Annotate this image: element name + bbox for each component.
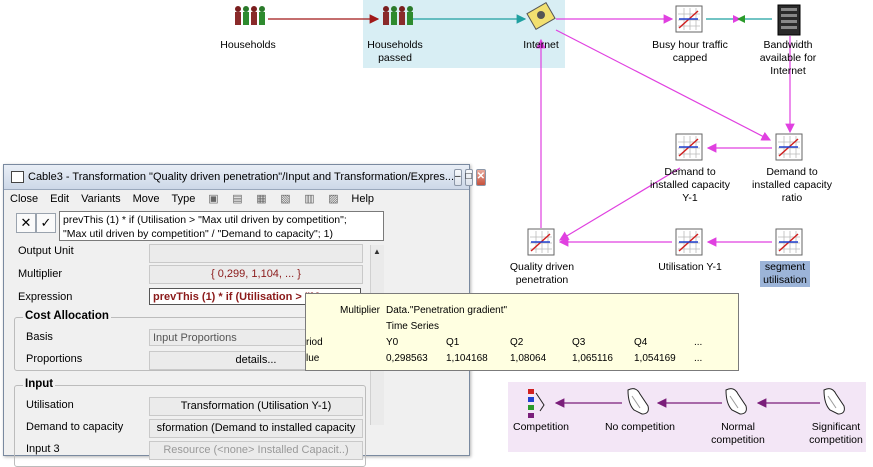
tooltip-header: Q1 [446,337,460,348]
menu-type[interactable]: Type [171,192,196,205]
model-diagram [235,2,845,418]
busy-hour-chart-icon [675,5,703,33]
households-passed-icon [383,6,413,25]
normal-competition-hand-icon [725,388,747,415]
node-demand-y1[interactable]: Demand to installed capacity Y-1 [650,166,730,204]
tooltip-header: Y0 [386,337,399,348]
toolbar-doc-icon[interactable]: ▨ [328,192,339,205]
proportions-label: Proportions [26,353,83,365]
node-significant-competition[interactable]: Significant competition [809,421,863,446]
expression-line-1: prevThis (1) * if (Utilisation > "Max ut… [63,214,347,226]
toolbar-table-icon[interactable]: ▥ [304,192,315,205]
node-households-passed[interactable]: Households passed [367,39,423,64]
no-competition-hand-icon [627,388,649,415]
node-competition[interactable]: Competition [512,421,570,433]
demand-y1-chart-icon [675,133,703,161]
table-window-icon [11,171,24,183]
toolbar-grid-icon[interactable]: ▦ [256,192,267,205]
node-utilisation-y1[interactable]: Utilisation Y-1 [658,261,722,273]
utilisation-field[interactable]: Transformation (Utilisation Y-1) [149,397,363,416]
input3-field[interactable]: Resource (<none> Installed Capacit..) [149,441,363,460]
maximize-button[interactable]: □ [464,168,473,186]
menu-edit[interactable]: Edit [50,192,70,205]
link-internet-demand [555,29,772,141]
significant-competition-hand-icon [823,388,845,415]
node-internet[interactable]: Internet [523,39,559,51]
expression-editor[interactable]: prevThis (1) * if (Utilisation > "Max ut… [59,211,384,241]
tooltip-header: Q3 [572,337,586,348]
toolbar-chart-icon[interactable]: ▤ [232,192,243,205]
cancel-edit-button[interactable]: ✕ [16,213,36,233]
utilisation-label: Utilisation [26,399,74,411]
accept-edit-button[interactable]: ✓ [36,213,56,233]
node-households[interactable]: Households [220,39,276,51]
tooltip-value: 1,08064 [510,353,547,364]
demand-to-capacity-label: Demand to capacity [26,421,124,433]
dialog-titlebar[interactable]: Cable3 - Transformation "Quality driven … [4,165,487,190]
tooltip-value: 0,298563 [386,353,428,364]
menu-variants[interactable]: Variants [81,192,121,205]
competition-icon [528,389,545,418]
tooltip-value: 1,054169 [634,353,676,364]
output-unit-field[interactable] [149,244,363,263]
node-bandwidth[interactable]: Bandwidth available for Internet [759,39,817,77]
multiplier-field[interactable]: { 0,299, 1,104, ... } [149,265,363,284]
tooltip-row-label-period: riod [306,337,323,348]
node-quality[interactable]: Quality driven penetration [509,261,575,286]
households-icon [235,6,265,25]
minimize-button[interactable]: ‒ [454,168,462,186]
cost-allocation-title: Cost Allocation [23,310,111,322]
tooltip-value: 1,104168 [446,353,488,364]
cost-allocation-section: Cost Allocation [14,310,366,371]
link-demandy1-quality [558,167,681,241]
multiplier-label: Multiplier [18,268,63,280]
tooltip-multiplier-value: Data."Penetration gradient" [386,305,508,316]
bandwidth-server-icon [777,4,801,36]
basis-label: Basis [26,331,53,343]
tooltip-header: Q2 [510,337,524,348]
node-segment-utilisation[interactable]: segment utilisation [760,261,810,287]
tooltip-header: Q4 [634,337,648,348]
toolbar-link-icon[interactable]: ▧ [280,192,291,205]
node-demand-ratio[interactable]: Demand to installed capacity ratio [752,166,832,204]
node-no-competition[interactable]: No competition [604,421,676,433]
output-unit-label: Output Unit [18,245,74,257]
tooltip-multiplier-label: Multiplier [340,305,381,316]
tooltip-value: 1,065116 [572,353,613,364]
dialog-title: Cable3 - Transformation "Quality driven … [28,171,455,183]
node-normal-competition[interactable]: Normal competition [711,421,765,446]
demand-ratio-chart-icon [775,133,803,161]
tooltip-value: ... [694,353,703,364]
expression-line-2: "Max util driven by competition" / "Dema… [63,228,333,240]
demand-to-capacity-field[interactable]: sformation (Demand to installed capacity [149,419,363,438]
menu-help[interactable]: Help [351,192,375,205]
scroll-up-icon[interactable]: ▲ [373,247,381,256]
tooltip-series-type: Time Series [386,321,439,332]
menu-move[interactable]: Move [132,192,160,205]
menu-close[interactable]: Close [10,192,39,205]
expression-label: Expression [18,291,73,303]
toolbar-copy-icon[interactable]: ▣ [208,192,219,205]
close-window-button[interactable]: ✕ [475,168,487,186]
tooltip-header: ... [694,337,703,348]
tooltip-row-label-value: lue [306,353,320,364]
internet-icon [526,2,556,30]
segment-utilisation-chart-icon [775,228,803,256]
competition-group-shade [508,382,866,452]
multiplier-tooltip: Multiplier Data."Penetration gradient" T… [305,293,739,371]
dialog-menubar: Close Edit Variants Move Type ▣ ▤ ▦ ▧ ▥ … [4,190,469,207]
quality-chart-icon [527,228,555,256]
input-section-title: Input [23,378,56,390]
utilisation-y1-chart-icon [675,228,703,256]
node-busy-hour[interactable]: Busy hour traffic capped [652,39,728,64]
input3-label: Input 3 [26,443,60,455]
